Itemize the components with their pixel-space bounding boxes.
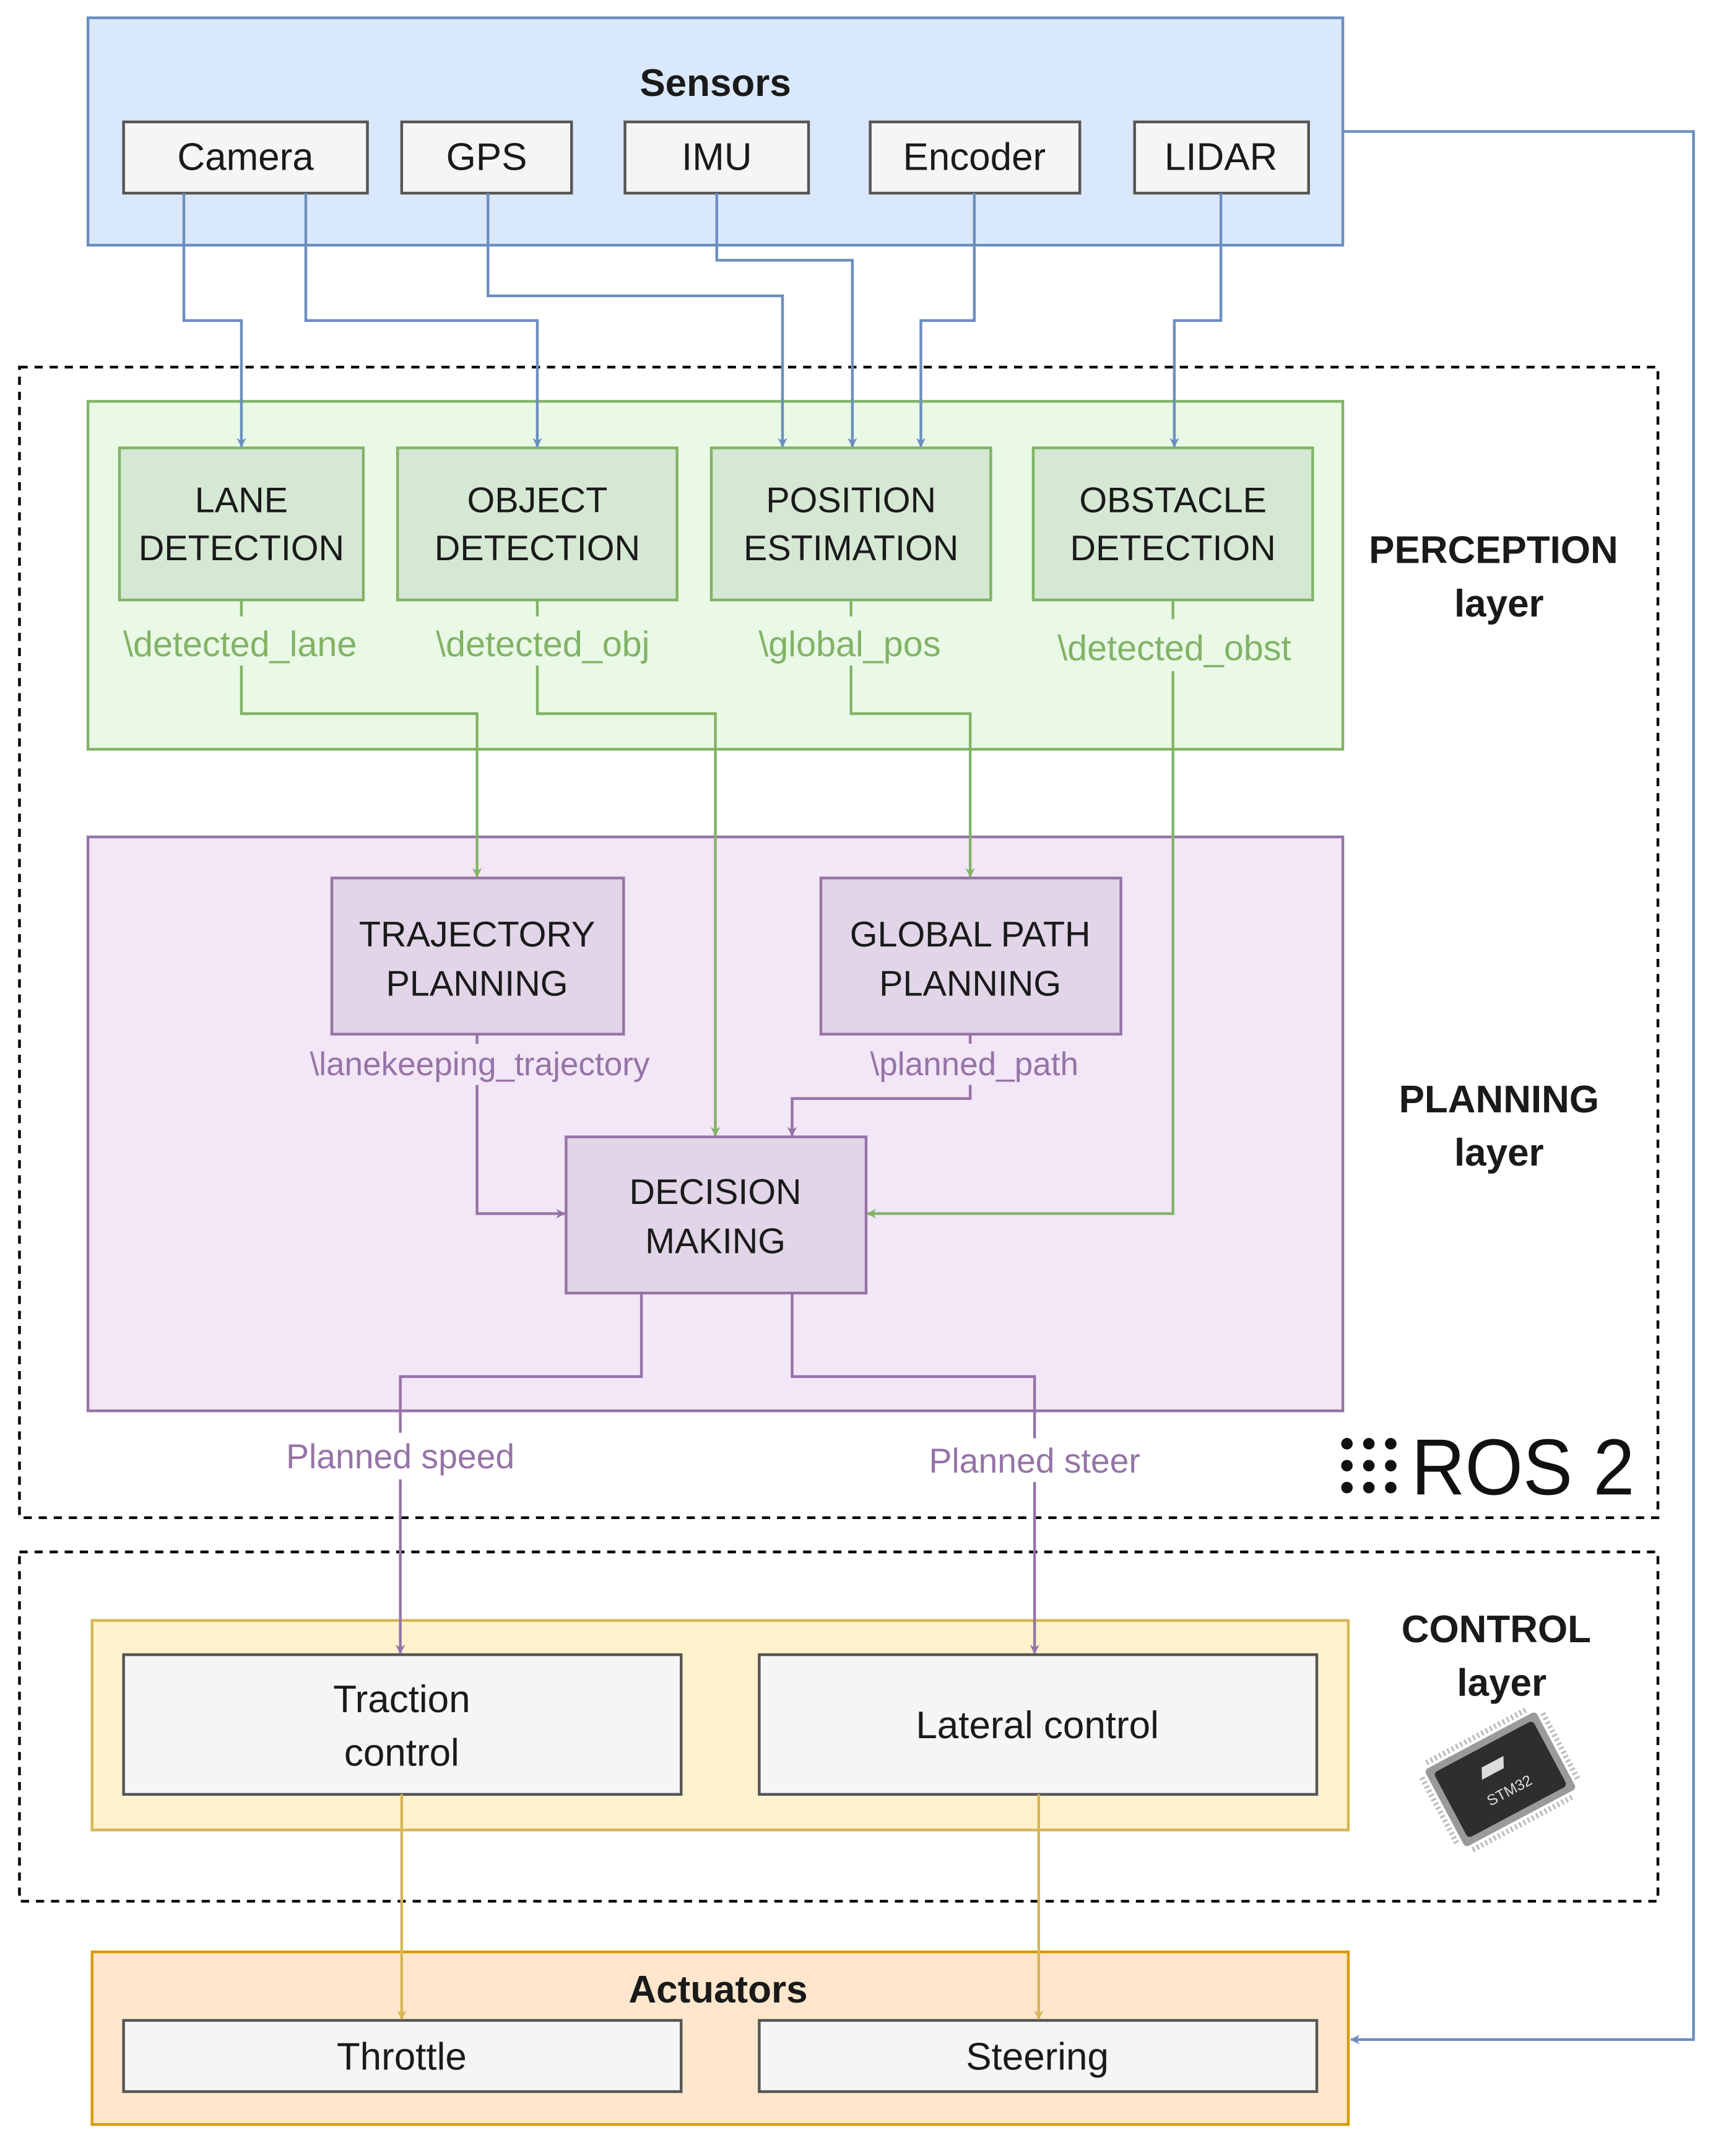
control-connectors bbox=[397, 1794, 1044, 2020]
control-layer-label-1: CONTROL bbox=[1402, 1608, 1591, 1651]
node-global-path-planning-line1: GLOBAL PATH bbox=[850, 915, 1091, 955]
actuator-throttle-label: Throttle bbox=[337, 2036, 467, 2079]
arrow-encoder-to-position bbox=[916, 193, 976, 448]
actuator-throttle bbox=[122, 2019, 683, 2093]
node-trajectory-planning-line2: PLANNING bbox=[386, 964, 568, 1004]
actuators-panel: Actuators Throttle Steering bbox=[90, 1950, 1350, 2126]
node-trajectory-planning bbox=[330, 877, 625, 1036]
node-obstacle-detection bbox=[1031, 446, 1314, 602]
perception-layer-label-1: PERCEPTION bbox=[1369, 529, 1618, 571]
topic-lanekeeping-trajectory: \lanekeeping_trajectory bbox=[310, 1046, 649, 1083]
node-position-estimation bbox=[709, 446, 992, 602]
ros2-logo-dots bbox=[1341, 1438, 1397, 1494]
node-obstacle-detection-line1: OBSTACLE bbox=[1079, 481, 1267, 521]
stm32-chip-icon: STM32 bbox=[1419, 1706, 1582, 1853]
arrow-globalpath-to-decision bbox=[787, 1084, 972, 1136]
sensor-camera bbox=[122, 120, 369, 195]
sensor-encoder bbox=[869, 120, 1082, 195]
perception-connectors bbox=[240, 600, 1174, 1219]
node-lane-detection bbox=[118, 446, 365, 602]
arrow-trajectory-to-decision bbox=[475, 1084, 566, 1219]
ros2-group-border bbox=[18, 365, 1660, 1520]
label-planned-speed: Planned speed bbox=[286, 1437, 514, 1476]
node-lateral-control bbox=[758, 1653, 1319, 1796]
actuators-title: Actuators bbox=[628, 1968, 807, 2011]
sensor-gps bbox=[400, 120, 573, 195]
topic-detected-obst: \detected_obst bbox=[1057, 629, 1291, 669]
node-lateral-control-label: Lateral control bbox=[916, 1704, 1159, 1747]
sensor-encoder-label: Encoder bbox=[903, 136, 1046, 178]
node-object-detection bbox=[396, 446, 679, 602]
control-panel: Traction control Lateral control bbox=[90, 1619, 1350, 1832]
topic-detected-lane: \detected_lane bbox=[123, 625, 357, 664]
arrow-camera-to-lane bbox=[182, 193, 246, 448]
node-traction-control-line2: control bbox=[344, 1731, 459, 1774]
node-decision-making bbox=[565, 1135, 868, 1295]
node-traction-control-line1: Traction bbox=[333, 1678, 470, 1721]
control-layer-label-2: layer bbox=[1457, 1661, 1546, 1704]
sensor-imu-label: IMU bbox=[682, 136, 752, 178]
node-traction-control bbox=[122, 1653, 683, 1796]
arrow-lane-to-trajectory bbox=[240, 665, 482, 878]
topic-global-pos: \global_pos bbox=[758, 625, 940, 664]
perception-panel: LANE DETECTION OBJECT DETECTION POSITION… bbox=[86, 400, 1345, 751]
node-obstacle-detection-line2: DETECTION bbox=[1070, 529, 1276, 568]
perception-layer-label-2: layer bbox=[1454, 582, 1544, 625]
node-trajectory-planning-line1: TRAJECTORY bbox=[359, 915, 595, 955]
arrow-position-to-globalpath bbox=[849, 665, 975, 878]
node-global-path-planning bbox=[819, 877, 1122, 1036]
sensor-lidar bbox=[1133, 120, 1310, 195]
arrow-lidar-to-obstacle bbox=[1169, 193, 1223, 448]
arrow-imu-to-position bbox=[715, 193, 857, 448]
actuator-steering bbox=[758, 2019, 1319, 2093]
sensor-lidar-label: LIDAR bbox=[1164, 136, 1277, 178]
arrow-decision-to-traction bbox=[399, 1292, 643, 1433]
ros2-logo: ROS 2 bbox=[1341, 1423, 1634, 1512]
arrow-object-to-decision bbox=[536, 665, 721, 1136]
arrow-camera-to-object bbox=[304, 193, 542, 448]
planning-connectors bbox=[395, 1034, 1039, 1655]
sensor-gps-label: GPS bbox=[446, 136, 527, 178]
node-object-detection-line1: OBJECT bbox=[467, 481, 607, 521]
arrow-sensors-to-actuators bbox=[1343, 130, 1695, 2045]
sensors-title: Sensors bbox=[640, 62, 791, 105]
arrow-gps-to-position bbox=[487, 193, 787, 448]
topic-detected-obj: \detected_obj bbox=[436, 625, 649, 664]
node-lane-detection-line2: DETECTION bbox=[139, 529, 344, 568]
sensor-imu bbox=[623, 120, 810, 195]
node-decision-making-line2: MAKING bbox=[645, 1222, 786, 1262]
control-group-border bbox=[18, 1550, 1660, 1903]
node-decision-making-line1: DECISION bbox=[630, 1172, 802, 1212]
actuator-steering-label: Steering bbox=[966, 2036, 1109, 2079]
node-position-estimation-line1: POSITION bbox=[766, 481, 936, 521]
planning-layer-label-2: layer bbox=[1454, 1132, 1544, 1174]
sensor-connectors bbox=[182, 130, 1695, 2045]
node-position-estimation-line2: ESTIMATION bbox=[744, 529, 958, 568]
arrow-obstacle-to-decision bbox=[866, 671, 1174, 1219]
node-object-detection-line2: DETECTION bbox=[435, 529, 640, 568]
planning-layer-label-1: PLANNING bbox=[1399, 1078, 1599, 1121]
ros2-logo-text: ROS 2 bbox=[1412, 1423, 1635, 1512]
node-global-path-planning-line2: PLANNING bbox=[879, 964, 1061, 1004]
sensor-camera-label: Camera bbox=[177, 136, 314, 178]
topic-planned-path: \planned_path bbox=[870, 1046, 1079, 1083]
node-lane-detection-line1: LANE bbox=[195, 481, 288, 521]
arrow-decision-to-lateral bbox=[791, 1292, 1036, 1439]
label-planned-steer: Planned steer bbox=[929, 1442, 1140, 1480]
